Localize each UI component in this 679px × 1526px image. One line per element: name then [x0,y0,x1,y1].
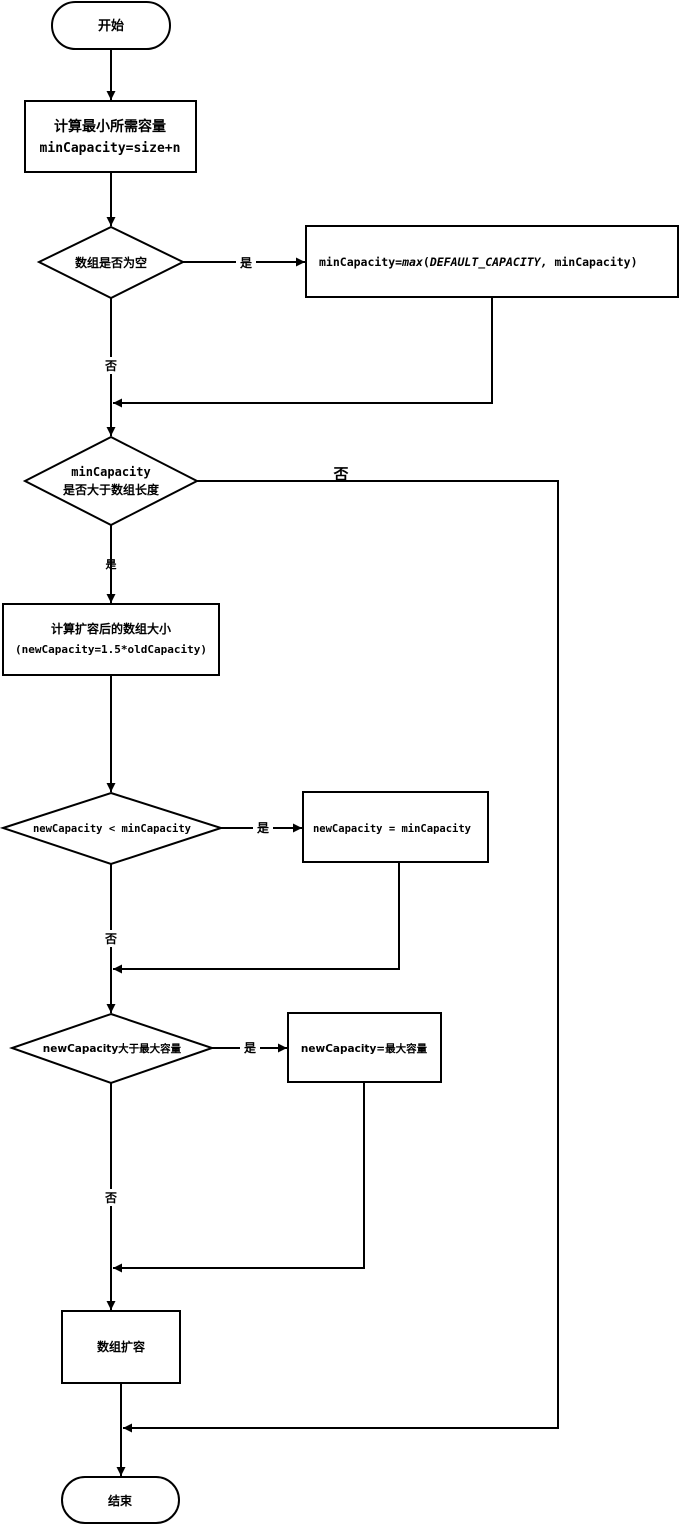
arrow-set-min-merge [113,862,400,974]
expand-array-box [61,1310,181,1384]
decision-new-less-min: newCapacity < minCapacity [0,791,225,866]
decision-min-larger-shape [22,435,200,527]
set-new-to-max-step: newCapacity=最大容量 [287,1012,442,1083]
decision-min-larger: minCapacity 是否大于数组长度 [22,435,200,527]
calc-new-capacity-step: 计算扩容后的数组大小 (newCapacity=1.5*oldCapacity) [2,603,220,676]
arrow-set-max-merge [113,1082,365,1273]
label-less-yes: 是 [256,821,270,835]
arrow-larger-no [123,480,559,1433]
calc-min-capacity-formula: minCapacity=size+n [40,141,181,156]
decision-new-greater-max-shape [8,1012,216,1085]
set-new-to-max-box [287,1012,442,1083]
set-new-to-max-label: newCapacity=最大容量 [301,1042,428,1055]
decision-min-larger-line2: 是否大于数组长度 [62,482,160,497]
set-default-args-rest: minCapacity) [548,255,638,269]
label-empty-yes: 是 [239,256,253,270]
expand-array-step: 数组扩容 [61,1310,181,1384]
decision-new-greater-max-label: newCapacity大于最大容量 [43,1042,182,1055]
set-default-open-paren: ( [423,255,430,269]
label-empty-no: 否 [104,359,117,373]
set-default-capacity-step: minCapacity=max(DEFAULT_CAPACITY, minCap… [305,225,679,298]
decision-new-less-min-label: newCapacity < minCapacity [33,823,192,835]
label-larger-yes: 是 [105,558,118,571]
start-shape [51,1,171,50]
calc-new-capacity-title: 计算扩容后的数组大小 [51,621,171,636]
label-max-yes: 是 [243,1041,257,1055]
decision-new-less-min-shape [0,791,225,866]
label-less-no: 否 [104,932,117,946]
decision-new-greater-max: newCapacity大于最大容量 [8,1012,216,1085]
calc-min-capacity-step: 计算最小所需容量 minCapacity=size+n [24,100,197,173]
end-label: 结束 [108,1493,133,1508]
label-max-no: 否 [104,1191,117,1205]
label-larger-no: 否 [332,465,348,483]
expand-array-label: 数组扩容 [97,1339,145,1354]
decision-array-empty-label: 数组是否为空 [75,255,147,270]
start-terminal: 开始 [51,1,171,50]
set-new-to-min-step: newCapacity = minCapacity [302,791,489,863]
set-default-args-italic: DEFAULT_CAPACITY, [429,255,548,270]
calc-min-capacity-title: 计算最小所需容量 [54,118,166,135]
calc-new-capacity-formula: (newCapacity=1.5*oldCapacity) [15,643,207,656]
set-default-capacity-box [305,225,679,298]
end-shape [61,1476,180,1524]
decision-array-empty: 数组是否为空 [36,225,186,300]
edge-labels: 是 否 否 是 是 否 是 否 [101,254,349,1206]
set-new-to-min-label: newCapacity = minCapacity [313,823,472,835]
calc-new-capacity-box [2,603,220,676]
set-default-capacity-label: minCapacity=max(DEFAULT_CAPACITY, minCap… [319,255,638,270]
end-terminal: 结束 [61,1476,180,1524]
decision-min-larger-line1: minCapacity [71,465,150,479]
start-label: 开始 [98,18,124,34]
decision-array-empty-shape [36,225,186,300]
set-default-func: max [401,255,423,269]
set-default-prefix: minCapacity= [319,255,402,269]
set-new-to-min-box [302,791,489,863]
calc-min-capacity-box [24,100,197,173]
arrow-default-merge [113,297,493,408]
